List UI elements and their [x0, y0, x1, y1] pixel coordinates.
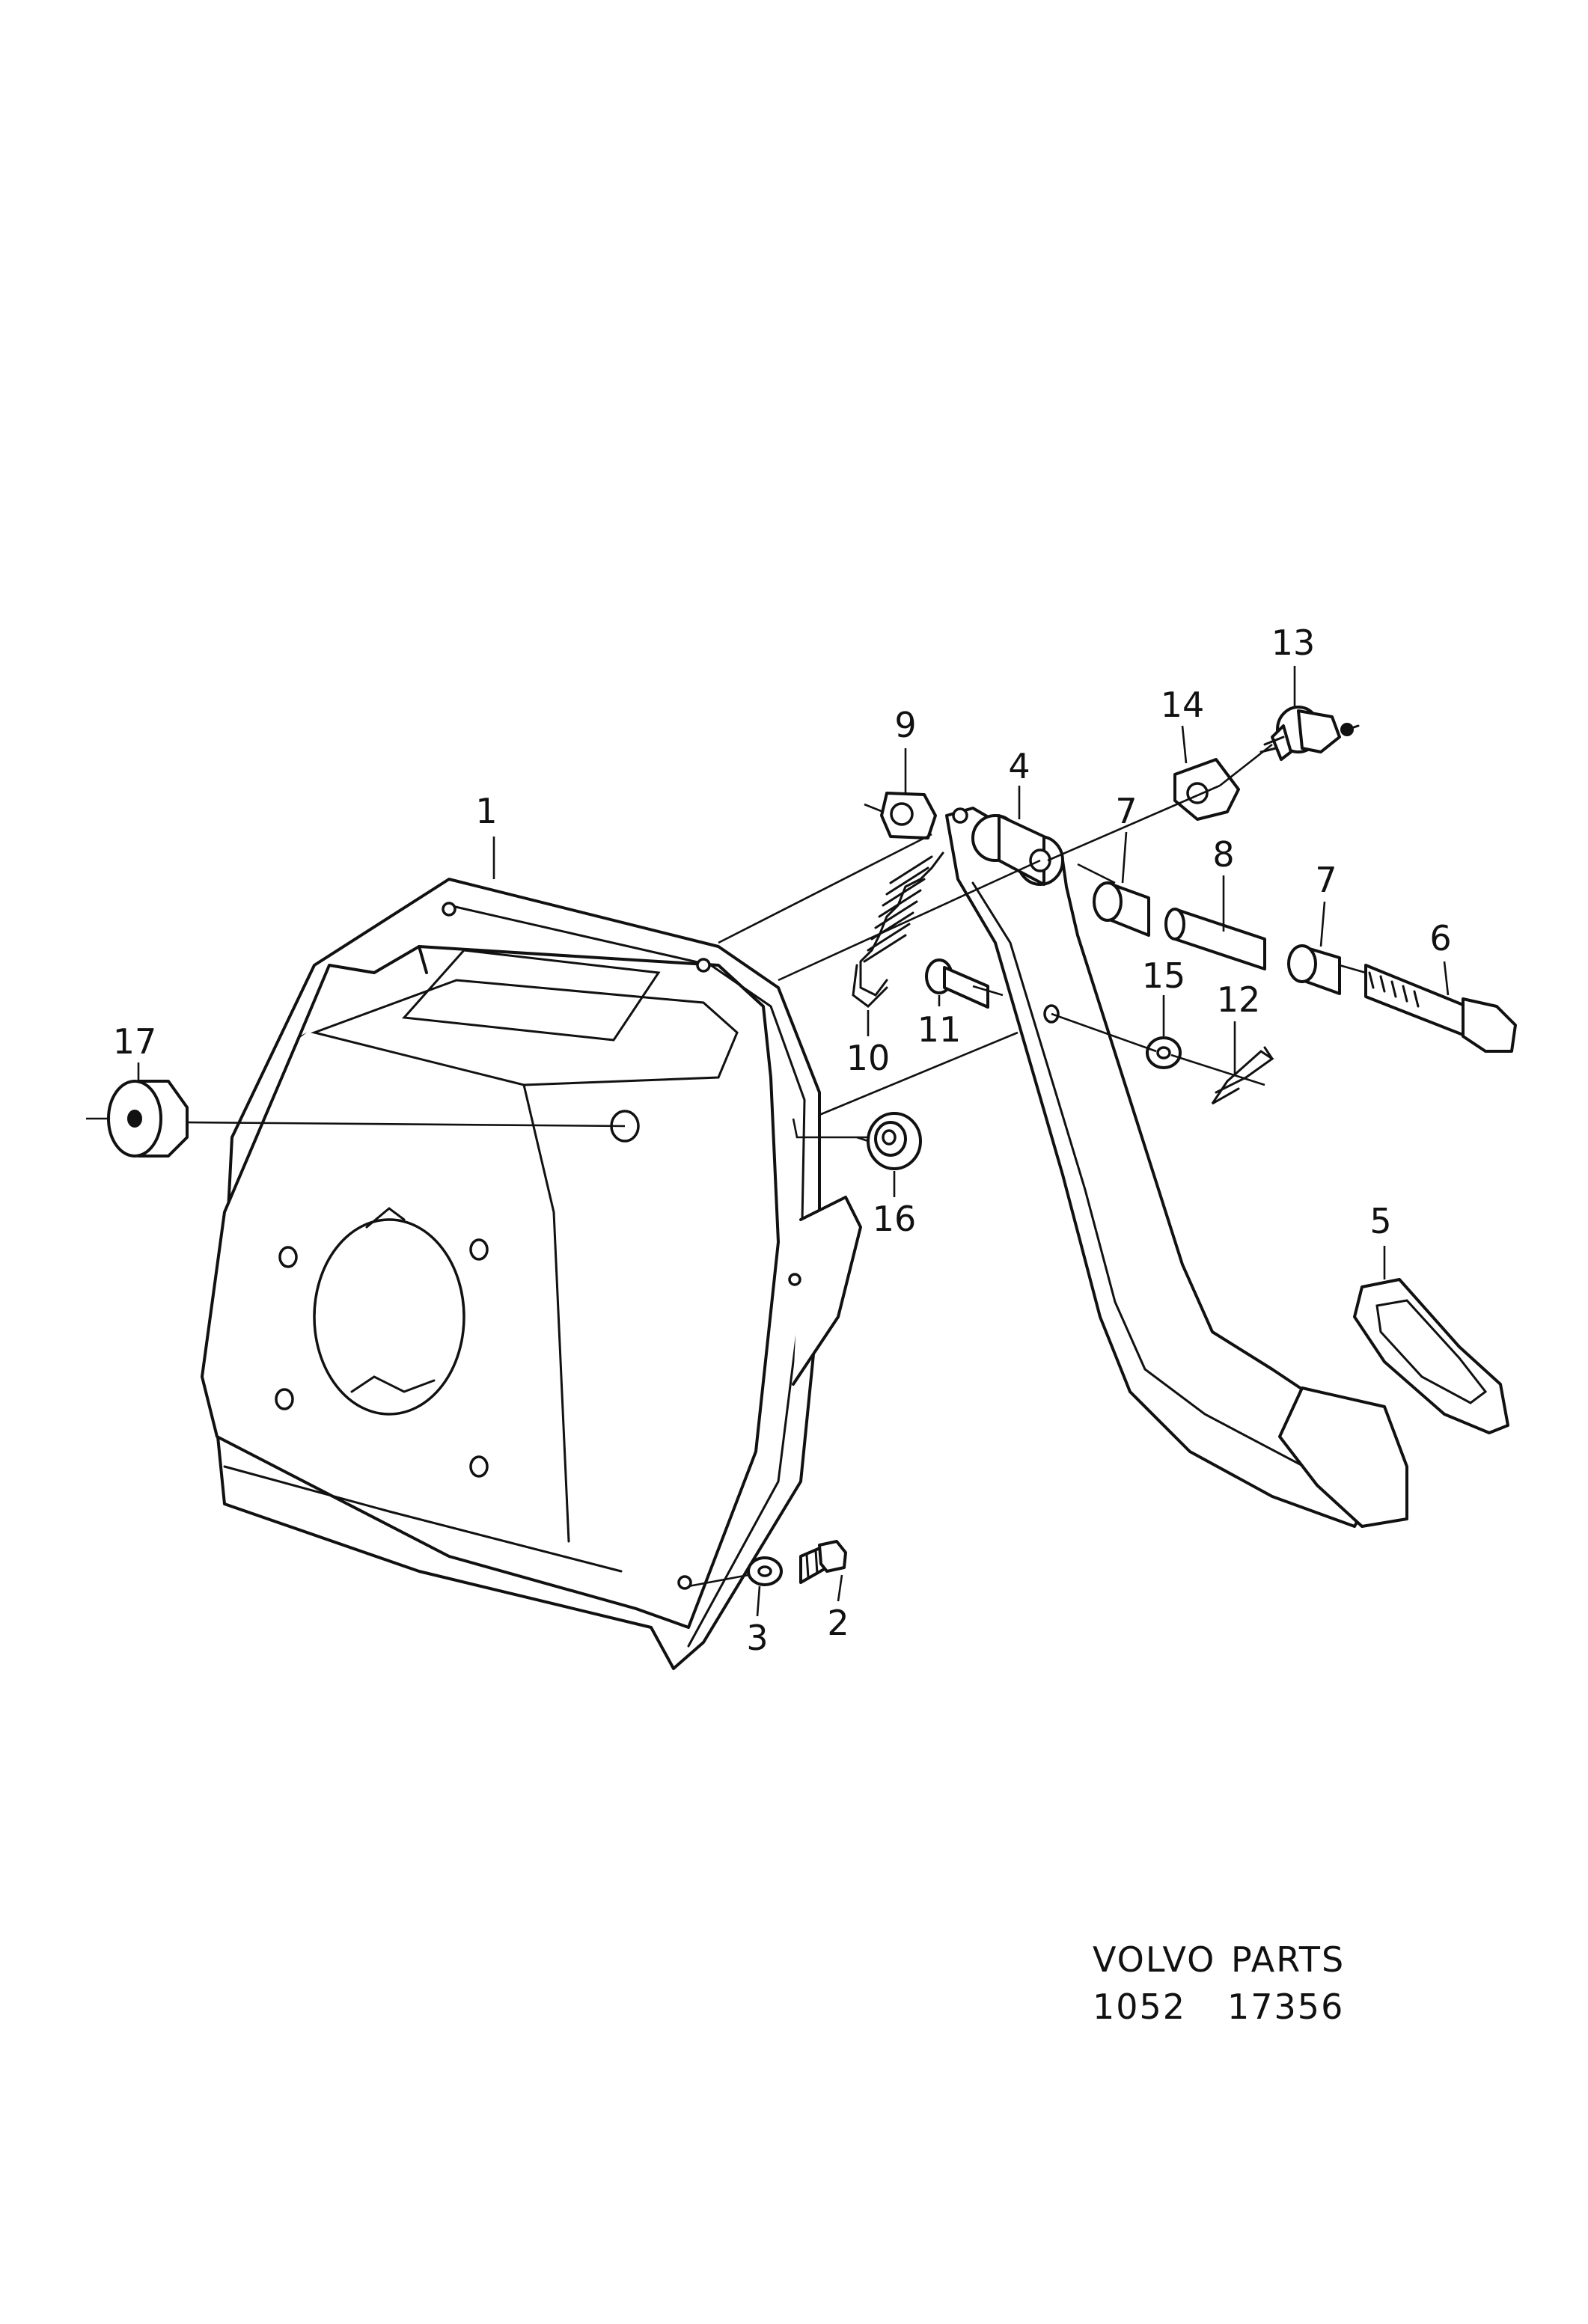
callout-13: 13 [1271, 623, 1316, 663]
clip [1211, 1046, 1274, 1105]
footer: VOLVO PARTS 1052 17356 [1093, 1939, 1345, 2027]
rubber-buffer [107, 1080, 189, 1158]
callout-5: 5 [1369, 1201, 1391, 1241]
callout-7a: 7 [1115, 791, 1137, 831]
callout-17: 17 [113, 1021, 157, 1062]
callout-7b: 7 [1315, 860, 1337, 900]
footer-number: 17356 [1227, 1987, 1344, 2027]
return-spring [852, 851, 944, 1008]
callout-8: 8 [1212, 834, 1234, 875]
callout-6: 6 [1429, 918, 1451, 958]
callouts: 1 2 3 4 5 6 7 7 8 9 10 11 12 13 14 15 16 [113, 623, 1452, 1658]
callout-16: 16 [873, 1199, 917, 1239]
callout-3: 3 [746, 1618, 768, 1658]
pivot-bolt [1364, 964, 1517, 1053]
footer-code: 1052 [1093, 1987, 1186, 2027]
assembly-leader-lines [86, 743, 1366, 1588]
pin [925, 958, 989, 1009]
callout-1: 1 [475, 791, 497, 831]
footer-brand: VOLVO [1093, 1939, 1215, 1980]
flange-nut [867, 1112, 922, 1170]
pedal-arm [945, 807, 1408, 1528]
pedal-switch [1259, 706, 1360, 761]
sleeve [1164, 908, 1266, 970]
footer-parts: PARTS [1231, 1939, 1345, 1980]
nut [880, 792, 937, 840]
callout-2: 2 [827, 1603, 849, 1643]
pedal-pad [1353, 1278, 1509, 1434]
callout-15: 15 [1142, 955, 1186, 996]
switch-bracket [1173, 758, 1240, 821]
bolt-2 [799, 1540, 847, 1584]
bushing-7b [1287, 944, 1341, 995]
pedal-bracket-housing [201, 878, 862, 1670]
washer-3 [747, 1556, 783, 1586]
callout-14: 14 [1161, 685, 1205, 725]
callout-12: 12 [1217, 979, 1261, 1020]
washer-15 [1146, 1036, 1182, 1069]
callout-11: 11 [917, 1009, 962, 1050]
callout-4: 4 [1008, 746, 1030, 786]
callout-9: 9 [894, 705, 916, 745]
bushing-7a [1093, 881, 1150, 937]
callout-10: 10 [846, 1038, 891, 1078]
